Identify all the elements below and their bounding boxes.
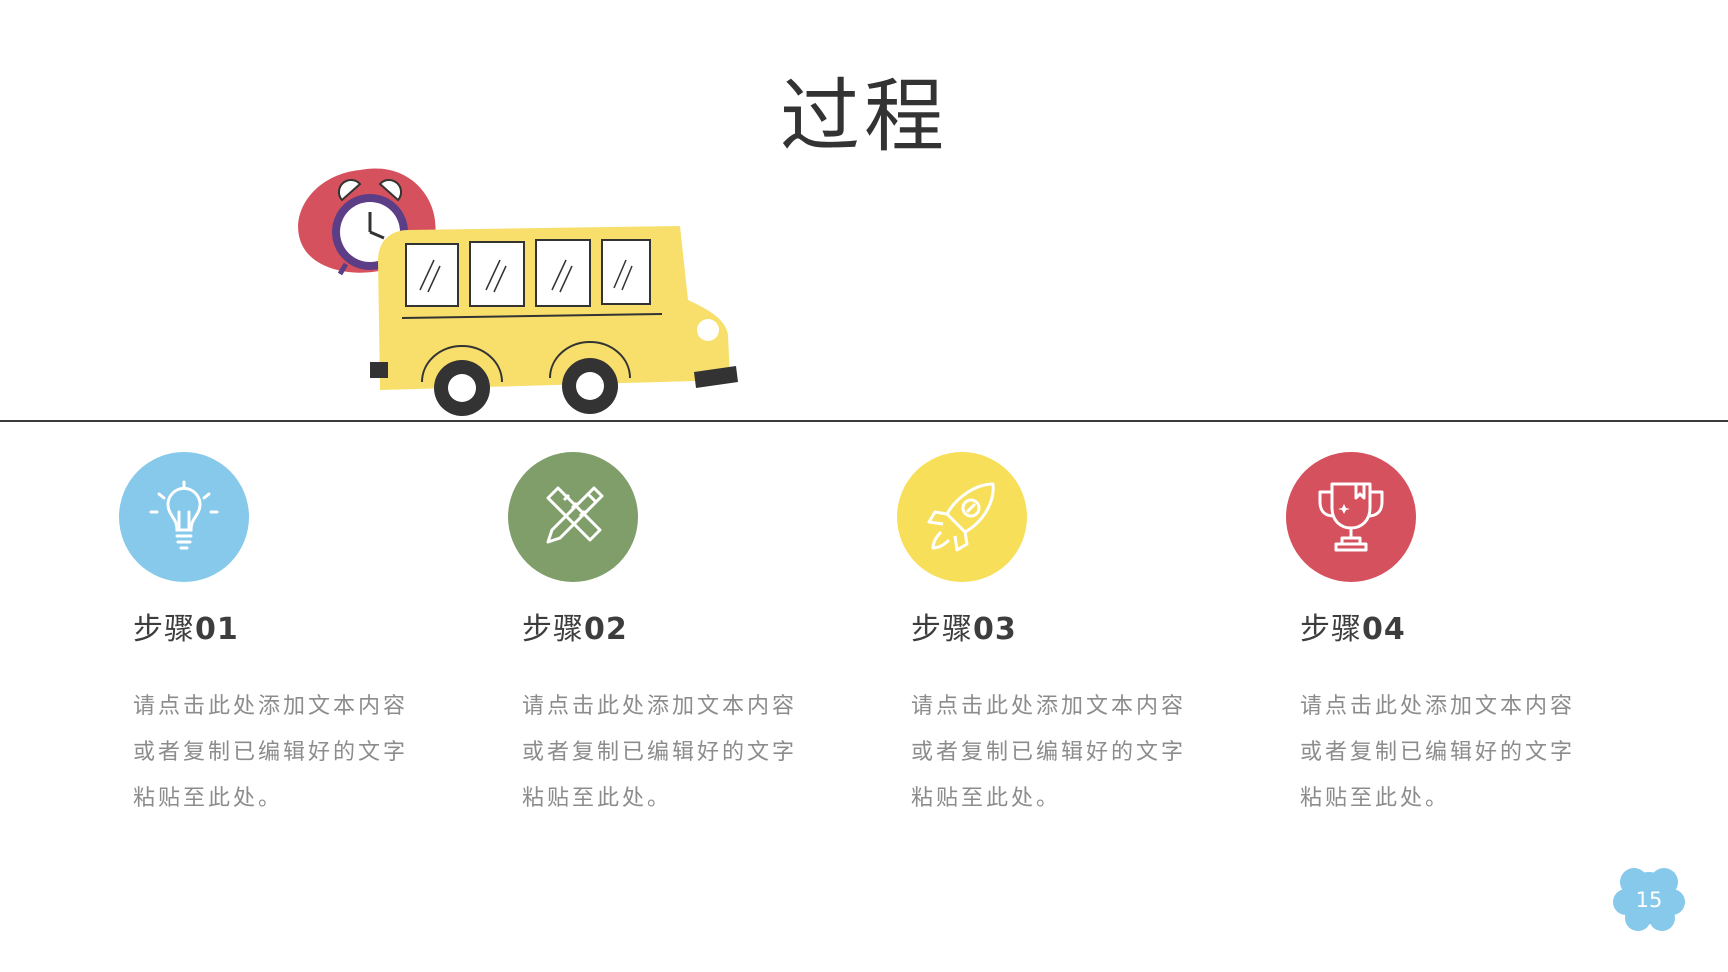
slide-title: 过程 [780, 70, 948, 163]
step-title: 步骤01 [133, 604, 449, 648]
step-text-line: 粘贴至此处。 [133, 786, 284, 811]
step-text-line: 或者复制已编辑好的文字 [522, 740, 798, 765]
bus-icon [370, 226, 738, 416]
step-text-line: 请点击此处添加文本内容 [911, 694, 1187, 719]
page-number: 15 [1635, 888, 1663, 912]
step-text-line: 或者复制已编辑好的文字 [133, 740, 409, 765]
step-3: 步骤03 请点击此处添加文本内容 或者复制已编辑好的文字 粘贴至此处。 [897, 452, 1227, 822]
road-line [0, 420, 1728, 422]
step-description: 请点击此处添加文本内容 或者复制已编辑好的文字 粘贴至此处。 [1300, 684, 1616, 822]
lightbulb-icon [119, 452, 249, 582]
step-text-line: 或者复制已编辑好的文字 [911, 740, 1187, 765]
step-prefix: 步骤 [911, 612, 973, 647]
step-text-line: 或者复制已编辑好的文字 [1300, 740, 1576, 765]
step-4: 步骤04 请点击此处添加文本内容 或者复制已编辑好的文字 粘贴至此处。 [1286, 452, 1616, 822]
step-title: 步骤03 [911, 604, 1227, 648]
step-number: 03 [973, 612, 1017, 647]
step-2: 步骤02 请点击此处添加文本内容 或者复制已编辑好的文字 粘贴至此处。 [508, 452, 838, 822]
trophy-icon [1286, 452, 1416, 582]
step-text-line: 粘贴至此处。 [911, 786, 1062, 811]
step-text-line: 粘贴至此处。 [522, 786, 673, 811]
step-1: 步骤01 请点击此处添加文本内容 或者复制已编辑好的文字 粘贴至此处。 [119, 452, 449, 822]
step-text-line: 请点击此处添加文本内容 [1300, 694, 1576, 719]
step-prefix: 步骤 [1300, 612, 1362, 647]
step-number: 02 [584, 612, 628, 647]
pencil-ruler-icon [508, 452, 638, 582]
step-title: 步骤02 [522, 604, 838, 648]
step-prefix: 步骤 [522, 612, 584, 647]
page-number-badge: 15 [1612, 862, 1686, 934]
step-text-line: 请点击此处添加文本内容 [133, 694, 409, 719]
step-description: 请点击此处添加文本内容 或者复制已编辑好的文字 粘贴至此处。 [522, 684, 838, 822]
step-number: 04 [1362, 612, 1406, 647]
step-prefix: 步骤 [133, 612, 195, 647]
step-text-line: 请点击此处添加文本内容 [522, 694, 798, 719]
rocket-icon [897, 452, 1027, 582]
step-title: 步骤04 [1300, 604, 1616, 648]
school-bus-illustration [298, 168, 738, 416]
step-text-line: 粘贴至此处。 [1300, 786, 1451, 811]
step-description: 请点击此处添加文本内容 或者复制已编辑好的文字 粘贴至此处。 [911, 684, 1227, 822]
cloud-icon [1613, 868, 1685, 931]
step-number: 01 [195, 612, 239, 647]
step-description: 请点击此处添加文本内容 或者复制已编辑好的文字 粘贴至此处。 [133, 684, 449, 822]
